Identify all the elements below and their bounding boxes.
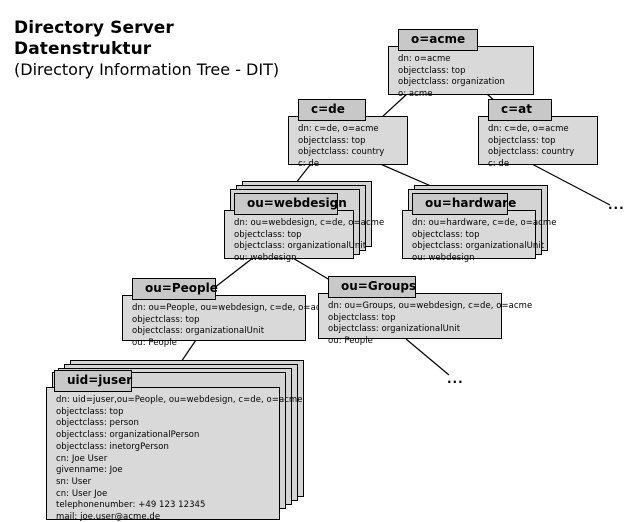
node-ou-hardware[interactable]: ou=hardware dn: ou=hardware, c=de, o=acm… bbox=[402, 185, 556, 263]
attr-line: objectclass: organizationalUnit bbox=[234, 241, 367, 252]
node-body-ou-groups: dn: ou=Groups, ou=webdesign, c=de, o=acm… bbox=[318, 293, 533, 346]
attr-line: mail: joe.user@acme.de bbox=[56, 512, 161, 522]
attr-line: cn: User Joe bbox=[56, 488, 108, 499]
attr-line: objectclass: country bbox=[488, 147, 575, 158]
attr-line: objectclass: organization bbox=[398, 77, 505, 88]
attr-line: objectclass: organizationalPerson bbox=[56, 430, 200, 441]
node-c-at[interactable]: c=at dn: c=de, o=acme objectclass: top o… bbox=[478, 99, 598, 169]
attr-line: o: acme bbox=[398, 89, 433, 100]
node-title-c-de: c=de bbox=[298, 99, 366, 121]
node-body-o-acme: dn: o=acme objectclass: top objectclass:… bbox=[388, 46, 534, 99]
title-line-2: Datenstruktur bbox=[14, 38, 152, 59]
attr-line: objectclass: inetorgPerson bbox=[56, 441, 169, 452]
ellipsis-middle: ... bbox=[447, 372, 464, 386]
node-o-acme[interactable]: o=acme dn: o=acme objectclass: top objec… bbox=[388, 29, 534, 99]
attr-line: dn: ou=Groups, ou=webdesign, c=de, o=acm… bbox=[328, 301, 533, 311]
attr-line: objectclass: top bbox=[132, 314, 200, 325]
attr-line: ou: People bbox=[328, 336, 373, 347]
attr-line: cn: Joe User bbox=[56, 453, 108, 464]
node-title-ou-groups: ou=Groups bbox=[328, 276, 416, 298]
attr-line: objectclass: organizationalUnit bbox=[132, 326, 265, 337]
title-line-1: Directory Server bbox=[14, 18, 174, 38]
node-ou-groups[interactable]: ou=Groups dn: ou=Groups, ou=webdesign, c… bbox=[318, 276, 533, 346]
attr-line: objectclass: top bbox=[234, 229, 302, 240]
attr-line: objectclass: top bbox=[298, 135, 366, 146]
node-title-ou-webdesign: ou=webdesign bbox=[234, 193, 347, 215]
node-body-ou-hardware: dn: ou=hardware, c=de, o=acme objectclas… bbox=[402, 210, 557, 263]
attr-line: dn: c=de, o=acme bbox=[488, 124, 569, 134]
attr-line: objectclass: person bbox=[56, 418, 139, 429]
attr-line: dn: ou=hardware, c=de, o=acme bbox=[412, 218, 557, 228]
attr-line: sn: User bbox=[56, 477, 92, 488]
node-title-ou-people: ou=People bbox=[132, 278, 218, 300]
node-body-ou-people: dn: ou=People, ou=webdesign, c=de, o=acm… bbox=[122, 295, 335, 348]
attr-line: objectclass: country bbox=[298, 147, 385, 158]
node-title-o-acme: o=acme bbox=[398, 29, 478, 51]
attr-line: ou: webdesign bbox=[412, 253, 475, 264]
attr-line: ou: webdesign bbox=[234, 253, 297, 264]
attr-line: objectclass: top bbox=[328, 312, 396, 323]
attr-line: dn: ou=webdesign, c=de, o=acme bbox=[234, 218, 385, 228]
attr-line: c: de bbox=[488, 159, 510, 170]
node-body-uid-juser: dn: uid=juser,ou=People, ou=webdesign, c… bbox=[46, 387, 303, 522]
attr-line: givenname: Joe bbox=[56, 465, 123, 476]
attr-line: c: de bbox=[298, 159, 320, 170]
attr-line: objectclass: organizationalUnit bbox=[412, 241, 545, 252]
attr-line: dn: o=acme bbox=[398, 54, 451, 64]
node-ou-webdesign[interactable]: ou=webdesign dn: ou=webdesign, c=de, o=a… bbox=[224, 181, 384, 263]
attr-line: objectclass: top bbox=[398, 65, 466, 76]
node-uid-juser[interactable]: uid=juser dn: uid=juser,ou=People, ou=we… bbox=[46, 360, 306, 522]
attr-line: ou: People bbox=[132, 338, 177, 349]
attr-line: dn: c=de, o=acme bbox=[298, 124, 379, 134]
node-c-de[interactable]: c=de dn: c=de, o=acme objectclass: top o… bbox=[288, 99, 408, 169]
attr-line: telephonenumber: +49 123 12345 bbox=[56, 500, 206, 511]
title-line-3: (Directory Information Tree - DIT) bbox=[14, 60, 280, 80]
node-ou-people[interactable]: ou=People dn: ou=People, ou=webdesign, c… bbox=[122, 278, 335, 348]
node-title-ou-hardware: ou=hardware bbox=[412, 193, 516, 215]
attr-line: dn: uid=juser,ou=People, ou=webdesign, c… bbox=[56, 395, 303, 405]
node-body-c-at: dn: c=de, o=acme objectclass: top object… bbox=[478, 116, 598, 169]
node-title-uid-juser: uid=juser bbox=[54, 370, 132, 392]
node-body-ou-webdesign: dn: ou=webdesign, c=de, o=acme objectcla… bbox=[224, 210, 385, 263]
attr-line: objectclass: top bbox=[488, 135, 556, 146]
node-title-c-at: c=at bbox=[488, 99, 552, 121]
node-body-c-de: dn: c=de, o=acme objectclass: top object… bbox=[288, 116, 408, 169]
attr-line: objectclass: top bbox=[412, 229, 480, 240]
attr-line: objectclass: organizationalUnit bbox=[328, 324, 461, 335]
ellipsis-right: ... bbox=[608, 198, 625, 212]
attr-line: dn: ou=People, ou=webdesign, c=de, o=acm… bbox=[132, 303, 335, 313]
attr-line: objectclass: top bbox=[56, 406, 124, 417]
page-title: Directory Server Datenstruktur (Director… bbox=[14, 18, 279, 80]
